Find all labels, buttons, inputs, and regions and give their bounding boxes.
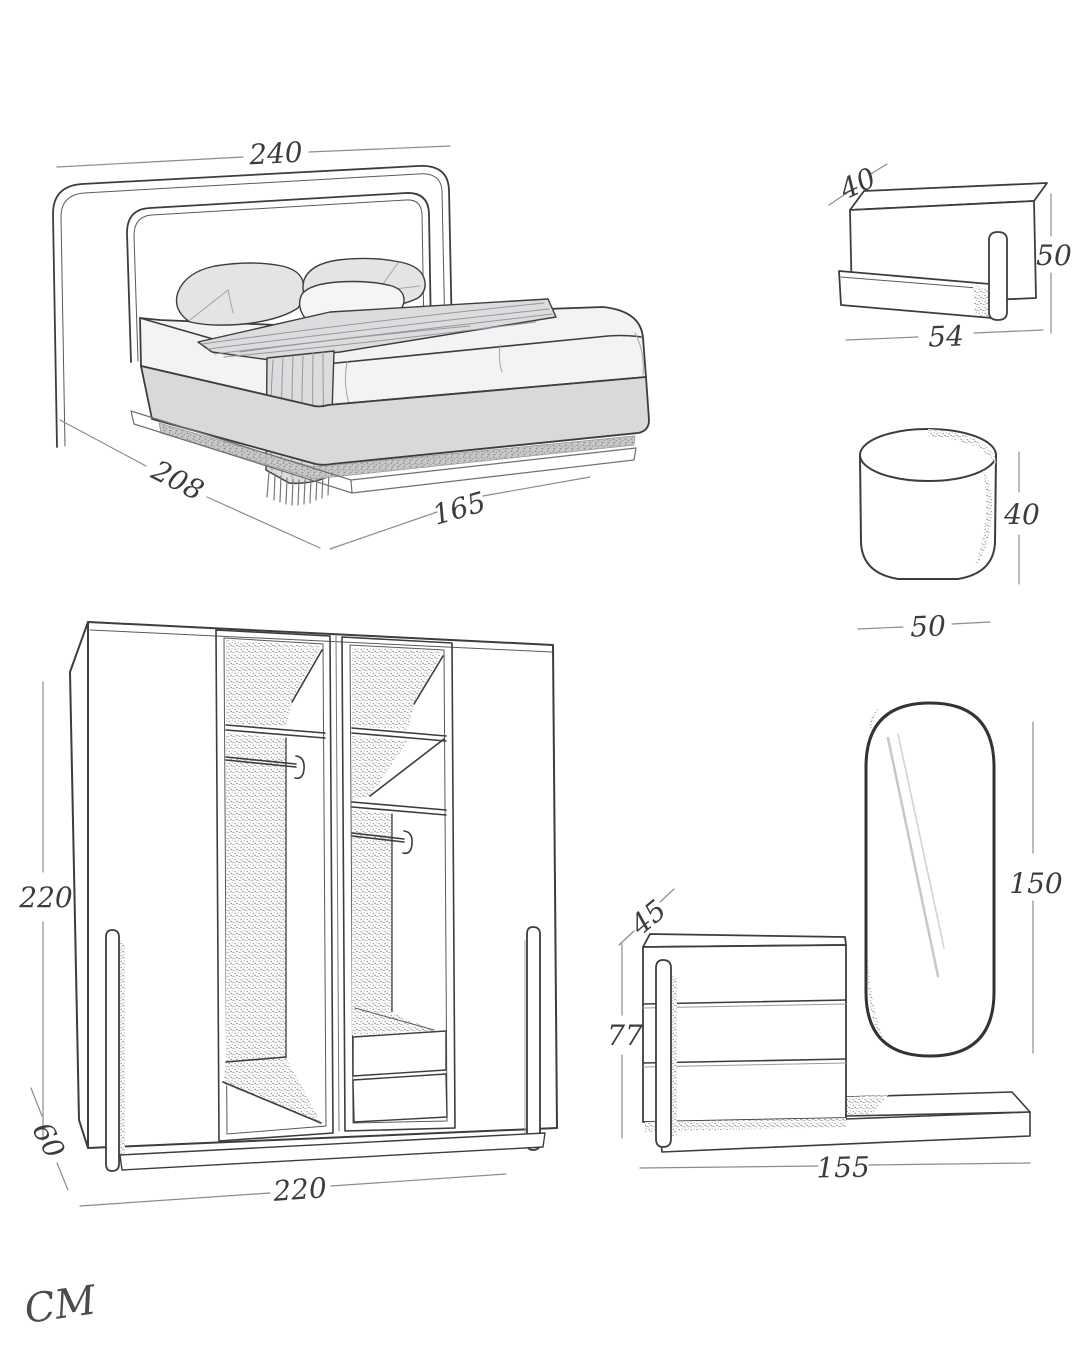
pillow-back-left (175, 262, 305, 326)
bed-drawing: 240 208 165 (52, 136, 650, 550)
wardrobe-open2-shelf2-edges (351, 801, 447, 816)
mirror-corner-shading (867, 955, 884, 1040)
nightstand-height-dimension-label: 50 (1036, 239, 1072, 272)
pouf-top (859, 428, 997, 482)
dresser-bottom-shading (645, 1118, 846, 1132)
dresser-height-dimension-label: 77 (607, 1019, 643, 1052)
wardrobe-open2-drawer1 (352, 1030, 447, 1077)
wardrobe-depth-dimension-label: 60 (26, 1117, 72, 1164)
pouf-top-shading (928, 429, 996, 464)
bed-headboard-thickness-line (60, 173, 446, 447)
wardrobe-base-bar (119, 1132, 546, 1171)
wardrobe-open2-drawer2 (352, 1073, 448, 1123)
pouf-height-dimension-label: 40 (1003, 498, 1040, 531)
bed-headboard-inset-inner-line (133, 199, 425, 362)
dresser-mirror-drawing: 45 77 155 150 (607, 701, 1063, 1185)
dresser-width-dimension-line (639, 1162, 1031, 1169)
dresser-handle-shadow (672, 975, 677, 1138)
wardrobe-open2-shelf1-side (413, 655, 444, 705)
bed-mattress-creases (344, 332, 644, 405)
bed-depth-dimension-label: 208 (146, 453, 209, 507)
wardrobe-open2-shelf1-edges (351, 727, 447, 742)
pouf-diameter-dimension-label: 50 (910, 609, 947, 643)
nightstand-handle (988, 231, 1008, 321)
bed-width-dimension-line (56, 145, 451, 168)
wardrobe-open1-shelf-edges (225, 724, 326, 739)
dresser-depth-dimension-line (618, 888, 675, 946)
blanket-fringe (266, 471, 330, 506)
wardrobe-open1-floor-shading (223, 1058, 321, 1122)
wardrobe-open1-rod-hook (294, 755, 305, 780)
nightstand-depth-dimension-line (828, 163, 888, 206)
dresser-width-dimension-label: 155 (816, 1151, 870, 1185)
pouf-side-shading (975, 470, 993, 565)
wardrobe-open2-top-shading (352, 647, 442, 730)
wardrobe-height-dimension-label: 220 (18, 881, 72, 914)
wardrobe-left-door-handle (105, 929, 120, 1172)
wardrobe-open1-rod (225, 756, 297, 768)
wardrobe-open1-frame (215, 629, 334, 1142)
wardrobe-depth-dimension-line (30, 1087, 69, 1191)
wardrobe-open1-shelf-side (291, 649, 323, 703)
nightstand-width-dimension-line (845, 329, 1044, 341)
wardrobe-open2-drawer-shading-line (354, 1007, 435, 1031)
bed-depth-dimension-line (59, 419, 321, 549)
wardrobe-drawing: 220 60 220 (18, 621, 558, 1208)
mirror-reflection-line2 (897, 733, 945, 949)
bed-front-width-dimension-line (329, 476, 591, 550)
dresser-platform-shading (846, 1095, 888, 1115)
wardrobe-open2-wall-shading (352, 810, 392, 1017)
wardrobe-open1-wall-shading (226, 733, 286, 1063)
nightstand-width-dimension-label: 54 (928, 319, 965, 353)
wardrobe-right-door-handle (526, 926, 541, 1151)
wardrobe-open2-frame (341, 636, 456, 1132)
bed-pillows (175, 257, 426, 326)
wardrobe-open2-mid-shading (352, 736, 408, 800)
pillow-back-left-fold (189, 289, 234, 321)
wardrobe-open1-floor-lines (222, 1056, 322, 1124)
wardrobe-front (87, 621, 558, 1149)
nightstand-base-shadow (973, 286, 992, 317)
wardrobe-width-dimension-line (79, 1173, 507, 1207)
wardrobe-open2-shelf2-side (369, 738, 445, 797)
wardrobe-open1-top-shading (226, 640, 321, 727)
wardrobe-open2-rod-hook (402, 830, 413, 855)
wardrobe-center-door-gap (335, 635, 340, 1132)
blanket-streaks-band (201, 302, 553, 358)
wardrobe-open2-rod (351, 832, 405, 843)
artist-signature: CM (22, 1277, 100, 1333)
wardrobe-top-thickness-line (89, 629, 553, 653)
nightstand-drawing: 40 50 54 (828, 161, 1072, 354)
bed-underframe-lines (130, 410, 637, 494)
dresser-handle (655, 959, 672, 1148)
nightstand-base-top-line (840, 276, 991, 290)
bed-front-width-dimension-label: 165 (429, 485, 489, 531)
mirror-top-shading (869, 707, 880, 730)
wardrobe-open2-drawer-shading (352, 1012, 434, 1035)
wardrobe-width-dimension-label: 220 (271, 1171, 328, 1208)
pouf-diameter-dimension-line (857, 621, 991, 630)
pouf-body (859, 455, 997, 580)
wardrobe-left-handle-shadow (120, 940, 125, 1162)
bed-base (140, 365, 650, 466)
pouf-drawing: 40 50 (857, 428, 1040, 644)
mirror-height-dimension-label: 150 (1009, 867, 1062, 900)
bed-width-dimension-label: 240 (247, 136, 303, 172)
mirror-reflection-lines (886, 736, 940, 978)
